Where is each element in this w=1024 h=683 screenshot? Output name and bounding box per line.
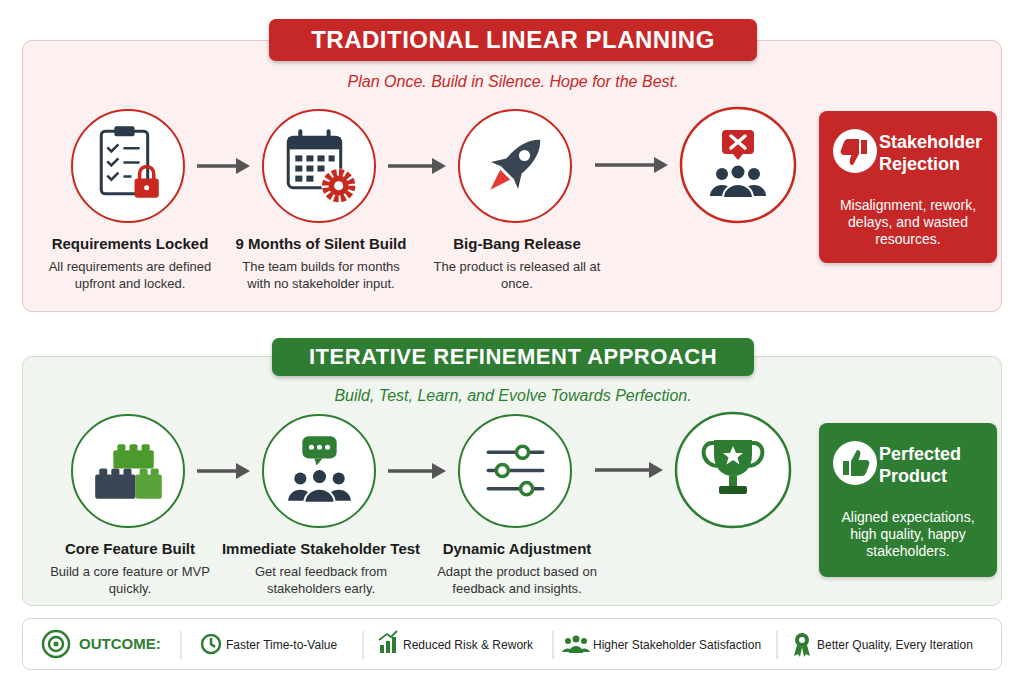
result-box: Stakeholder RejectionMisalignment, rewor…	[819, 111, 997, 263]
rejection-icon	[681, 108, 795, 222]
step-circle: Requirements LockedAll requirements are …	[71, 109, 185, 223]
feedback-icon	[264, 416, 374, 526]
step-description: Get real feedback from stakeholders earl…	[231, 563, 411, 597]
outcome-item: Higher Stakeholder Satisfaction	[593, 638, 761, 652]
trophy-icon	[676, 413, 790, 527]
calendar-gear-icon	[264, 111, 374, 221]
arrow-line	[388, 469, 434, 473]
panel-heading: ITERATIVE REFINEMENT APPROACH	[272, 338, 754, 376]
flow-arrow	[197, 463, 250, 479]
clipboard-lock-icon	[73, 111, 183, 221]
step-circle: 9 Months of Silent BuildThe team builds …	[262, 109, 376, 223]
outcome-item: Reduced Risk & Rework	[403, 638, 533, 652]
step-description: All requirements are defined upfront and…	[40, 258, 220, 292]
step-description: Adapt the product based on feedback and …	[427, 563, 607, 597]
arrow-line	[197, 164, 238, 168]
panel-heading: TRADITIONAL LINEAR PLANNING	[269, 19, 757, 61]
rocket-icon	[460, 111, 570, 221]
step-circle: Core Feature BuiltBuild a core feature o…	[71, 414, 185, 528]
result-title: Stakeholder Rejection	[879, 131, 993, 175]
step-title: Immediate Stakeholder Test	[201, 540, 441, 557]
arrowhead	[432, 158, 446, 174]
step-circle: Big-Bang ReleaseThe product is released …	[458, 109, 572, 223]
arrowhead	[432, 463, 446, 479]
step-title: 9 Months of Silent Build	[201, 235, 441, 252]
outcome-label: OUTCOME:	[79, 635, 161, 652]
arrowhead	[236, 158, 250, 174]
result-title: Perfected Product	[879, 443, 993, 487]
flow-arrow	[197, 158, 250, 174]
result-description: Aligned expectations, high quality, happ…	[827, 509, 989, 560]
flow-arrow	[388, 463, 446, 479]
result-box: Perfected ProductAligned expectations, h…	[819, 423, 997, 577]
panel-tagline: Plan Once. Build in Silence. Hope for th…	[23, 73, 1003, 91]
step-title: Requirements Locked	[10, 235, 250, 252]
step-description: The product is released all at once.	[427, 258, 607, 292]
arrow-line	[197, 469, 238, 473]
arrow-line	[388, 164, 434, 168]
step-description: Build a core feature or MVP quickly.	[40, 563, 220, 597]
step-circle: Dynamic AdjustmentAdapt the product base…	[458, 414, 572, 528]
arrow	[595, 157, 668, 478]
flow-arrow	[388, 158, 446, 174]
result-description: Misalignment, rework, delays, and wasted…	[827, 197, 989, 248]
step-title: Big-Bang Release	[397, 235, 637, 252]
outcome-item: Faster Time-to-Value	[226, 638, 337, 652]
arrowhead	[236, 463, 250, 479]
step-description: The team builds for months with no stake…	[231, 258, 411, 292]
panel-tagline: Build, Test, Learn, and Evolve Towards P…	[23, 387, 1003, 405]
bricks-icon	[73, 416, 183, 526]
panel-fill	[22, 356, 1002, 606]
approach-panel: TRADITIONAL LINEAR PLANNINGPlan Once. Bu…	[22, 40, 1002, 312]
step-title: Dynamic Adjustment	[397, 540, 637, 557]
approach-panel: ITERATIVE REFINEMENT APPROACHBuild, Test…	[22, 356, 1002, 606]
outcome-item: Better Quality, Every Iteration	[817, 638, 973, 652]
sliders-icon	[460, 416, 570, 526]
panel-fill	[22, 40, 1002, 312]
step-circle: Immediate Stakeholder TestGet real feedb…	[262, 414, 376, 528]
outcome-bar: OUTCOME: Faster Time-to-Value Reduced Risk…	[22, 618, 1002, 670]
step-title: Core Feature Built	[10, 540, 250, 557]
